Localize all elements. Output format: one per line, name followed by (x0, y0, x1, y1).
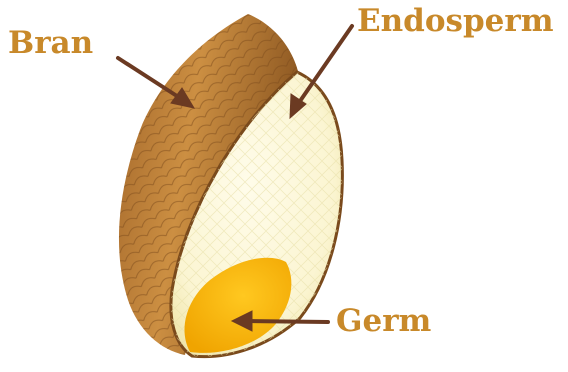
label-endosperm: Endosperm (357, 6, 554, 37)
label-bran: Bran (8, 28, 93, 59)
label-germ: Germ (336, 306, 431, 337)
